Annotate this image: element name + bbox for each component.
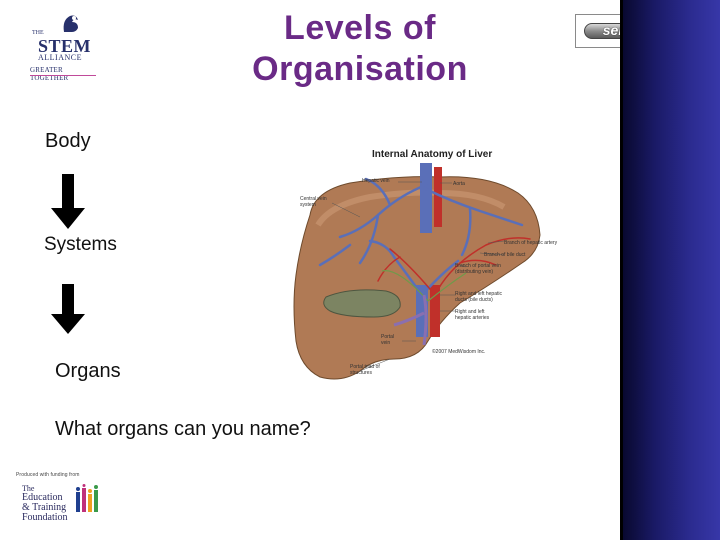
etf-figures-icon — [76, 484, 98, 512]
slide-title-line1: Levels of — [284, 9, 436, 47]
label-portal-vein-branch: Branch of portal vein (distributing vein… — [455, 263, 501, 275]
stem-crest-icon — [63, 15, 78, 32]
etf-logo-line1: The — [22, 484, 35, 493]
liver-anatomy-illustration — [293, 163, 541, 380]
slide-title: Levels of Organisation — [200, 8, 520, 90]
stem-logo-name: STEM — [38, 36, 92, 56]
level-organs-label: Organs — [55, 360, 121, 382]
figure-title: Internal Anatomy of Liver — [372, 149, 493, 160]
stem-logo-tagline: GREATER TOGETHER — [30, 66, 69, 82]
label-hepatic-artery: Branch of hepatic artery — [504, 240, 558, 246]
etf-logo: Produced with funding from The Education… — [14, 472, 104, 528]
side-bar-edge — [620, 0, 623, 540]
etf-logo-line4: Foundation — [22, 512, 68, 523]
stem-logo-the: THE — [32, 30, 44, 36]
level-systems-label: Systems — [44, 234, 117, 255]
label-portal-triad: Portal triad of structures — [350, 364, 380, 376]
label-hepatic-arteries: Right and left hepatic arteries — [455, 309, 490, 321]
etf-logo-line3: & Training — [22, 502, 67, 513]
stem-alliance-logo: THE STEM ALLIANCE GREATER TOGETHER — [22, 12, 102, 82]
down-arrow-icon — [51, 174, 85, 229]
level-body-label: Body — [45, 130, 91, 152]
etf-logo-line2: Education — [22, 492, 63, 503]
label-bile-duct: Branch of bile duct — [484, 252, 526, 258]
label-central-vein: Central vein system — [300, 196, 327, 208]
label-hepatic-ducts: Right and left hepatic ducts (bile ducts… — [455, 291, 502, 303]
question-text: What organs can you name? — [55, 418, 311, 440]
label-copyright: ©2007 MedWisdom Inc. — [432, 349, 486, 355]
slide: THE STEM ALLIANCE GREATER TOGETHER Level… — [14, 8, 671, 528]
etf-logo-small-text: Produced with funding from — [16, 472, 80, 478]
stem-logo-rule — [30, 75, 96, 76]
down-arrow-icon — [51, 284, 85, 334]
label-portal-vein: Portal vein — [381, 334, 395, 346]
stem-logo-alliance: ALLIANCE — [38, 53, 82, 62]
label-hepatic-vein: Hepatic vein — [362, 178, 390, 184]
label-aorta: Aorta — [453, 181, 465, 187]
slide-title-line2: Organisation — [252, 50, 468, 88]
decorative-side-bar — [620, 0, 720, 540]
